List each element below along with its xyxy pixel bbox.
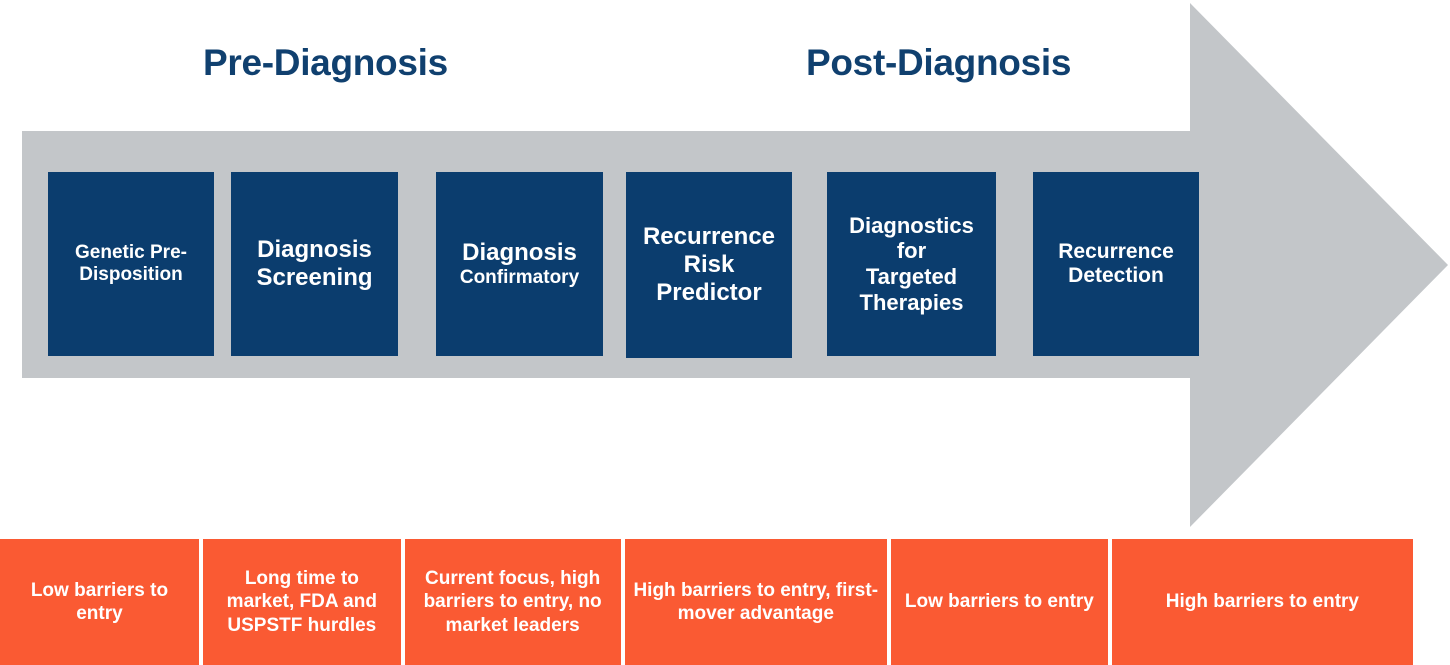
barrier-cell[interactable]: High barriers to entry [1111, 539, 1413, 665]
stage-box-recurrence-detection[interactable]: Recurrence Detection [1033, 172, 1199, 356]
stage-label-line: for [896, 238, 927, 264]
stage-label-line: Screening [256, 264, 373, 291]
barrier-bar-row: Low barriers to entry Long time to marke… [0, 539, 1413, 665]
stage-label-line: Diagnosis [462, 239, 577, 267]
stage-label-line: Genetic Pre- [75, 241, 187, 263]
stage-label-line: Diagnostics [849, 212, 974, 238]
stage-label-line: Recurrence [642, 223, 776, 251]
barrier-cell[interactable]: Current focus, high barriers to entry, n… [404, 539, 621, 665]
stage-label-line: Predictor [656, 278, 762, 306]
barrier-cell[interactable]: High barriers to entry, first-mover adva… [624, 539, 887, 665]
stage-label-line: Risk [683, 251, 735, 279]
stage-box-genetic-pre-disposition[interactable]: Genetic Pre- Disposition [48, 172, 214, 356]
stage-box-diagnosis-screening[interactable]: Diagnosis Screening [231, 172, 398, 356]
stage-box-recurrence-risk-predictor[interactable]: Recurrence Risk Predictor [626, 172, 792, 358]
stage-label-line: Therapies [859, 289, 964, 315]
barrier-text: High barriers to entry [1165, 591, 1359, 613]
barrier-text: Low barriers to entry [30, 579, 169, 624]
barrier-text: Long time to market, FDA and USPSTF hurd… [226, 568, 377, 636]
stage-label-line: Diagnosis [257, 236, 372, 264]
stage-label-line: Detection [1068, 264, 1164, 287]
stage-label-line: Disposition [79, 264, 183, 285]
heading-post-diagnosis: Post-Diagnosis [806, 42, 1072, 83]
stage-box-diagnostics-for-targeted-therapies[interactable]: Diagnostics for Targeted Therapies [827, 172, 996, 356]
heading-pre-diagnosis: Pre-Diagnosis [203, 42, 448, 83]
stage-label-line: Targeted [865, 264, 958, 289]
barrier-cell[interactable]: Low barriers to entry [0, 539, 199, 665]
stage-label-line: Recurrence [1058, 239, 1174, 263]
stage-label-line: Confirmatory [459, 266, 580, 288]
barrier-text: Low barriers to entry [904, 591, 1094, 613]
stage-box-diagnosis-confirmatory[interactable]: Diagnosis Confirmatory [436, 172, 603, 356]
barrier-cell[interactable]: Low barriers to entry [891, 539, 1108, 665]
barrier-cell[interactable]: Long time to market, FDA and USPSTF hurd… [202, 539, 401, 665]
barrier-text: Current focus, high barriers to entry, n… [423, 568, 602, 636]
barrier-text: High barriers to entry, first-mover adva… [633, 579, 879, 624]
